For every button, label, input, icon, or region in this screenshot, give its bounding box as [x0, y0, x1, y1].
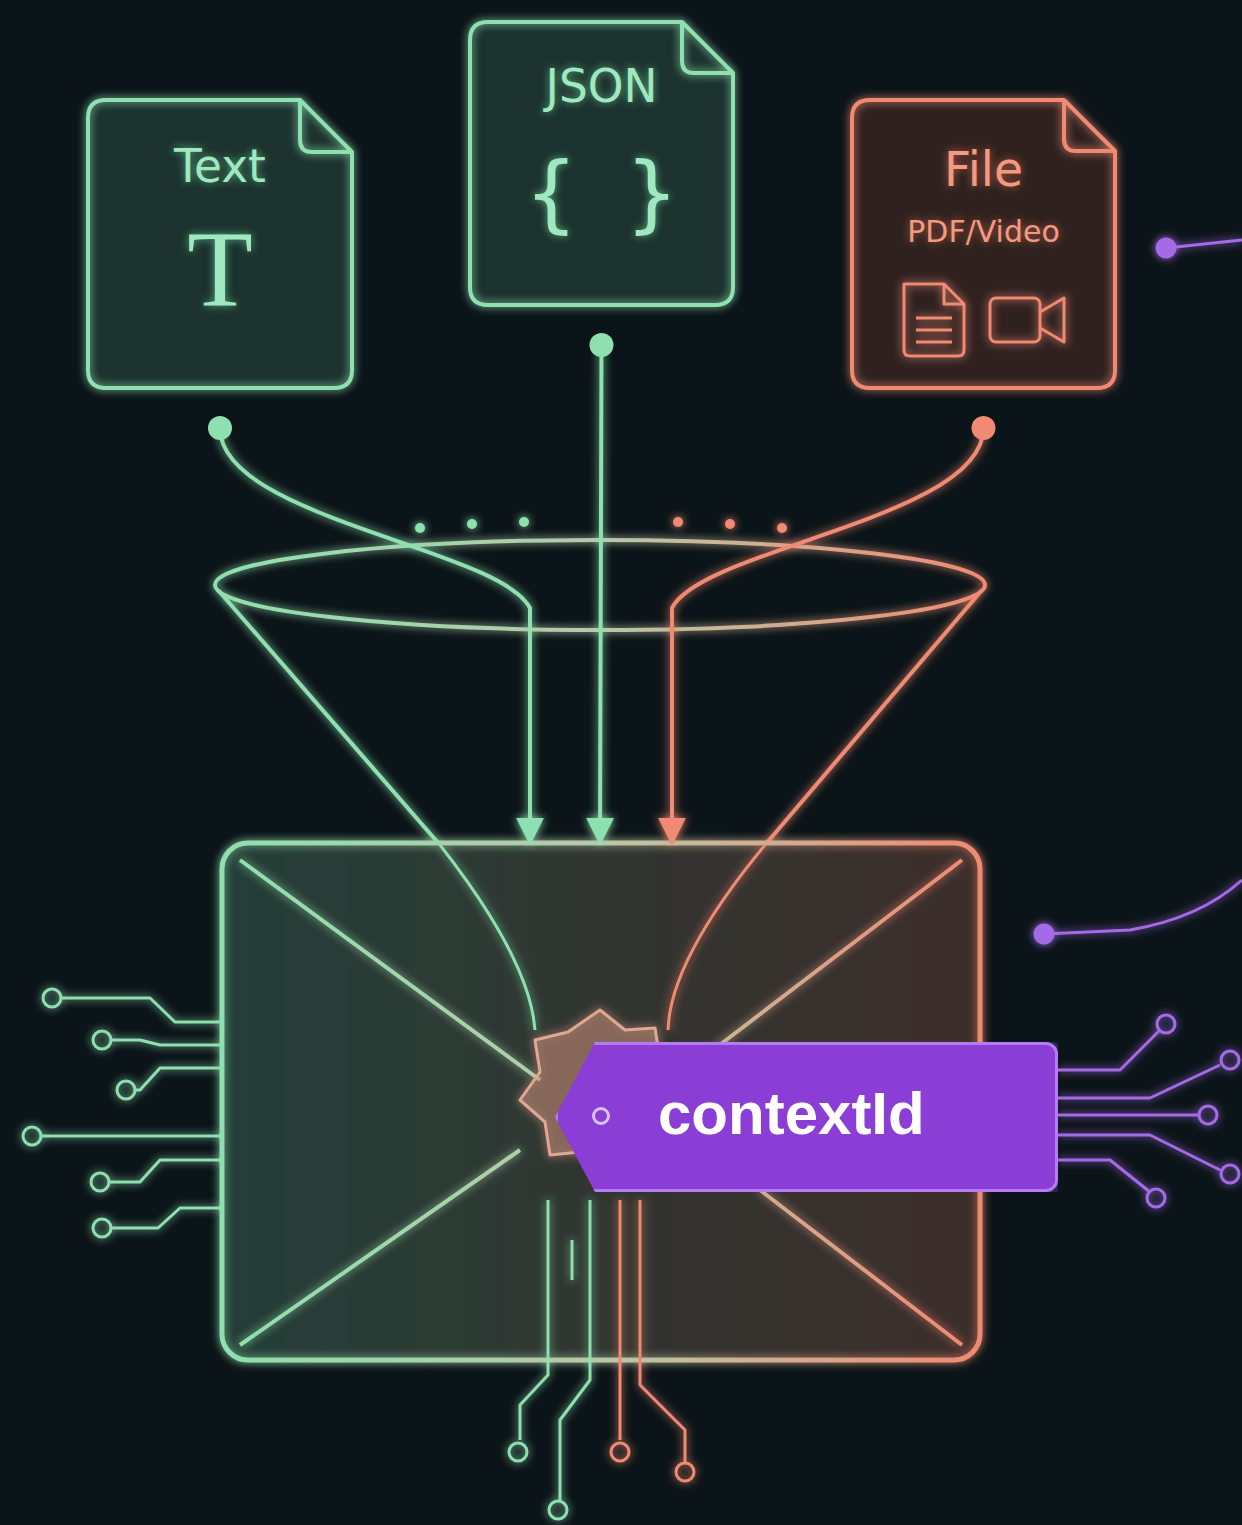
document-node: TextT	[88, 100, 352, 388]
document-node: JSON { }	[470, 22, 733, 305]
funnel-side	[765, 590, 982, 845]
envelope-stream	[668, 845, 765, 1030]
video-icon	[990, 298, 1040, 342]
start-dot	[972, 416, 996, 440]
circuit-traces	[23, 989, 222, 1237]
document-symbol: T	[88, 210, 352, 328]
tag-hole	[592, 1107, 610, 1125]
circuit-traces	[509, 1200, 694, 1519]
envelope-stream	[440, 845, 535, 1030]
document-outline	[470, 22, 733, 305]
document-symbol: { }	[470, 148, 733, 240]
start-dot	[590, 333, 614, 357]
document-fold	[1064, 100, 1115, 151]
flow-arrow	[208, 416, 530, 843]
video-icon-lens	[1040, 298, 1064, 342]
document-fold	[300, 100, 352, 152]
tag-label: contextId	[658, 1079, 1055, 1148]
document-title: JSON	[470, 62, 733, 112]
envelope-node: contextId	[222, 843, 980, 1360]
flow-line	[600, 345, 602, 843]
flow-line	[220, 428, 530, 843]
circuit-traces	[1058, 1015, 1239, 1207]
document-symbol: PDF/Video	[852, 216, 1115, 249]
funnel-side	[218, 590, 440, 845]
flow-line	[672, 428, 984, 843]
flow-arrow	[590, 333, 614, 843]
pdf-icon-lines	[916, 284, 964, 342]
document-title: File	[852, 144, 1115, 196]
start-dot	[208, 416, 232, 440]
pdf-icon	[904, 284, 964, 356]
document-fold	[682, 22, 733, 73]
document-title: Text	[88, 142, 352, 192]
context-tag: contextId	[555, 1042, 1058, 1192]
flow-arrow	[672, 416, 996, 843]
leader-line	[1035, 239, 1242, 943]
document-outline	[88, 100, 352, 388]
document-outline	[852, 100, 1115, 388]
document-node: FilePDF/Video	[852, 100, 1115, 388]
